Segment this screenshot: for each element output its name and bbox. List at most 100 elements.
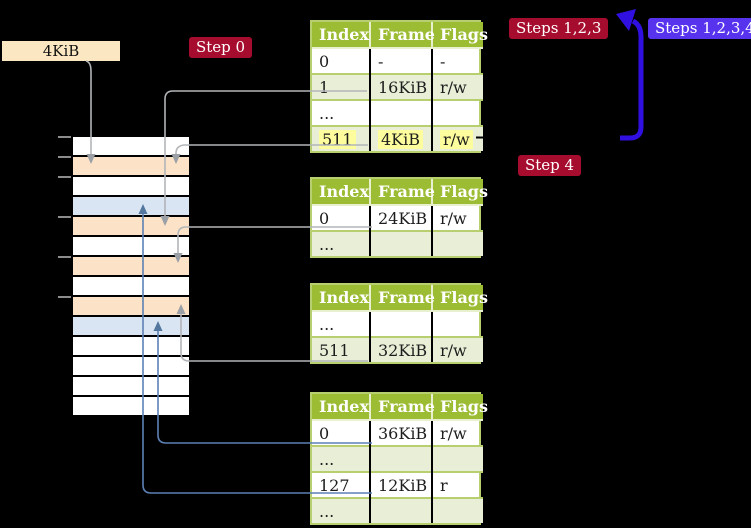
memory-row-white — [73, 237, 189, 257]
table-row: 0 -- — [312, 48, 483, 74]
table-cell: ... — [312, 445, 370, 472]
table-cell: - — [369, 48, 432, 74]
table-cell: 511 — [312, 125, 370, 151]
column-header: Frame — [369, 22, 435, 49]
table-cell: ... — [312, 99, 370, 126]
frame-size-label: 4KiB — [2, 41, 120, 61]
table-cell — [369, 445, 432, 472]
table-cell: r/w — [431, 420, 483, 446]
memory-row-orange — [73, 257, 189, 277]
column-header: Frame — [369, 285, 435, 312]
black-connector-line — [475, 136, 621, 139]
column-header: Index — [312, 285, 370, 312]
badge-step-0: Step 0 — [189, 37, 253, 58]
column-header: Frame — [369, 179, 435, 206]
highlighted-value: 511 — [319, 129, 356, 149]
table-cell — [431, 230, 483, 256]
memory-tick — [58, 136, 71, 138]
column-header: Index — [312, 22, 370, 49]
table-cell — [369, 99, 432, 126]
table-cell — [431, 311, 483, 337]
table-row: ... — [312, 230, 483, 256]
physical-memory-column — [71, 135, 191, 417]
memory-tick — [58, 156, 71, 158]
table-cell: 127 — [312, 471, 370, 498]
table-cell — [369, 230, 432, 256]
memory-row-orange — [73, 217, 189, 237]
memory-tick — [58, 256, 71, 258]
memory-row-white — [73, 137, 189, 157]
column-header: Index — [312, 179, 370, 206]
table-cell: - — [431, 48, 483, 74]
table-cell: 12KiB — [369, 471, 432, 498]
table-cell: ... — [319, 314, 335, 334]
memory-row-white — [73, 337, 189, 357]
badge-step-4: Step 4 — [518, 155, 582, 176]
column-header: Flags — [431, 22, 488, 49]
memory-row-white — [73, 377, 189, 397]
table-cell: 24KiB — [369, 205, 432, 231]
thick-blue-recursive-arrow — [616, 9, 644, 141]
table-row: ... — [312, 497, 483, 523]
table-cell: ... — [312, 497, 370, 523]
badge-steps-123: Steps 1,2,3 — [509, 18, 609, 39]
memory-row-white — [73, 277, 189, 297]
table-cell — [431, 99, 483, 126]
badge-steps-1234: Steps 1,2,3,4 — [648, 18, 751, 39]
table-row: 511 4KiB r/w — [312, 125, 483, 151]
column-header: Flags — [431, 179, 488, 206]
column-header: Index — [312, 394, 370, 421]
table-cell: 32KiB — [369, 336, 432, 362]
memory-row-blue — [73, 317, 189, 337]
column-header: Flags — [431, 394, 488, 421]
table-cell: 4KiB — [369, 125, 432, 151]
table-cell: 36KiB — [369, 420, 432, 446]
memory-tick — [58, 176, 71, 178]
memory-row-orange — [73, 297, 189, 317]
memory-row-white — [73, 397, 189, 415]
table-cell: 0 — [319, 423, 330, 443]
table-cell: ... — [312, 230, 370, 256]
table-cell — [431, 445, 483, 472]
arrowhead-upleft-icon — [616, 9, 636, 31]
memory-row-white — [73, 177, 189, 197]
table-cell: r/w — [431, 125, 483, 151]
table-cell — [369, 311, 432, 337]
memory-row-white — [73, 357, 189, 377]
table-cell: r/w — [431, 336, 483, 362]
highlighted-value: 4KiB — [378, 129, 424, 149]
table-cell — [431, 497, 483, 523]
table-cell: r/w — [431, 205, 483, 231]
table-cell: 511 — [312, 336, 370, 362]
column-header: Frame — [369, 394, 435, 421]
table-row: ... — [312, 99, 483, 126]
column-header: Flags — [431, 285, 488, 312]
memory-row-blue — [73, 197, 189, 217]
table-row: ... — [312, 311, 483, 337]
highlighted-value: r/w — [440, 129, 473, 149]
memory-tick — [58, 296, 71, 298]
table-row: ... — [312, 445, 483, 472]
table-cell: r/w — [431, 73, 483, 100]
table-cell: 0 — [319, 51, 330, 71]
table-cell: r — [431, 471, 483, 498]
memory-tick — [58, 216, 71, 218]
table-cell: 0 — [319, 208, 330, 228]
table-cell: 1 — [312, 73, 370, 100]
